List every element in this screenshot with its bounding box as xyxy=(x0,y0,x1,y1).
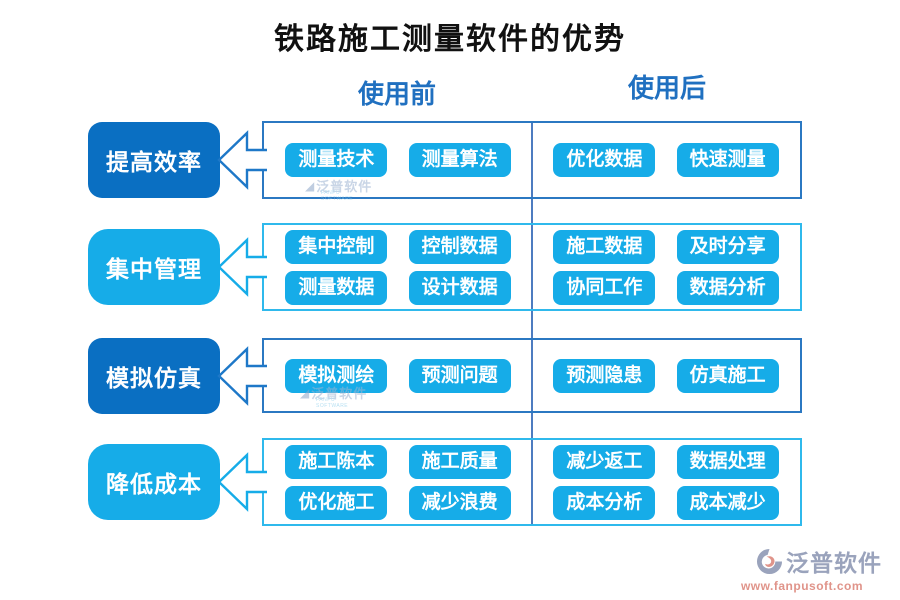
row-efficiency: 测量技术 测量算法 优化数据 快速测量 提高效率 xyxy=(0,121,900,199)
tag: 模拟测绘 xyxy=(285,358,388,393)
tag: 减少浪费 xyxy=(408,485,511,520)
column-divider-line xyxy=(531,121,533,526)
tag: 集中控制 xyxy=(285,229,388,264)
tag-line: 协同工作 数据分析 xyxy=(532,270,800,305)
row-box: 施工陈本 施工质量 优化施工 减少浪费 减少返工 数据处理 成本分析 成本减少 xyxy=(262,438,802,526)
page-title: 铁路施工测量软件的优势 xyxy=(274,23,626,56)
tag: 控制数据 xyxy=(408,229,511,264)
left-arrow-icon xyxy=(217,237,267,297)
row-simulation: 模拟测绘 预测问题 预测隐患 仿真施工 模拟仿真 xyxy=(0,337,900,414)
row-cost-reduction: 施工陈本 施工质量 优化施工 减少浪费 减少返工 数据处理 成本分析 成本减少 xyxy=(0,438,900,526)
after-column-cell: 施工数据 及时分享 协同工作 数据分析 xyxy=(532,225,800,309)
tag: 设计数据 xyxy=(408,270,511,305)
tag-line: 施工陈本 施工质量 xyxy=(264,444,532,479)
tag-line: 减少返工 数据处理 xyxy=(532,444,800,479)
tag: 测量技术 xyxy=(285,143,388,177)
tag-line: 测量技术 测量算法 xyxy=(264,143,532,177)
tag: 施工数据 xyxy=(553,229,656,264)
tag: 施工陈本 xyxy=(285,444,388,479)
row-box: 模拟测绘 预测问题 预测隐患 仿真施工 xyxy=(262,338,802,413)
tag: 成本减少 xyxy=(676,485,779,520)
tag: 优化施工 xyxy=(285,485,388,520)
tag-line: 优化施工 减少浪费 xyxy=(264,485,532,520)
footer-logo-url: www.fanpusoft.com xyxy=(740,579,864,593)
before-column-cell: 测量技术 测量算法 xyxy=(264,123,532,197)
before-column-cell: 模拟测绘 预测问题 xyxy=(264,340,532,411)
tag-line: 预测隐患 仿真施工 xyxy=(532,358,800,393)
column-header-after: 使用后 xyxy=(627,74,706,103)
row-box: 集中控制 控制数据 测量数据 设计数据 施工数据 及时分享 协同工作 数据分析 xyxy=(262,223,802,311)
column-header-before: 使用前 xyxy=(357,80,436,109)
before-column-cell: 集中控制 控制数据 测量数据 设计数据 xyxy=(264,225,532,309)
tag: 协同工作 xyxy=(553,270,656,305)
tag: 仿真施工 xyxy=(676,358,779,393)
tag: 测量数据 xyxy=(285,270,388,305)
tag: 数据分析 xyxy=(676,270,779,305)
row-label: 提高效率 xyxy=(88,122,220,198)
footer-logo-name: 泛普软件 xyxy=(786,550,882,576)
after-column-cell: 预测隐患 仿真施工 xyxy=(532,340,800,411)
tag: 数据处理 xyxy=(676,444,779,479)
tag: 预测隐患 xyxy=(553,358,656,393)
tag: 优化数据 xyxy=(553,143,656,177)
tag: 减少返工 xyxy=(553,444,656,479)
after-column-cell: 减少返工 数据处理 成本分析 成本减少 xyxy=(532,440,800,524)
footer-logo: 泛普软件 www.fanpusoft.com xyxy=(722,544,882,593)
tag-line: 优化数据 快速测量 xyxy=(532,143,800,177)
tag: 测量算法 xyxy=(408,143,511,177)
tag: 及时分享 xyxy=(676,229,779,264)
left-arrow-icon xyxy=(217,130,267,190)
tag: 快速测量 xyxy=(676,143,779,177)
tag: 成本分析 xyxy=(553,485,656,520)
row-centralized-management: 集中控制 控制数据 测量数据 设计数据 施工数据 及时分享 协同工作 数据分析 xyxy=(0,223,900,311)
after-column-cell: 优化数据 快速测量 xyxy=(532,123,800,197)
left-arrow-icon xyxy=(217,452,267,512)
row-label: 集中管理 xyxy=(88,229,220,305)
tag-line: 测量数据 设计数据 xyxy=(264,270,532,305)
row-label: 模拟仿真 xyxy=(88,337,220,414)
fanpu-logo-icon xyxy=(756,548,783,574)
tag-line: 集中控制 控制数据 xyxy=(264,229,532,264)
row-label: 降低成本 xyxy=(88,444,220,520)
before-column-cell: 施工陈本 施工质量 优化施工 减少浪费 xyxy=(264,440,532,524)
tag: 施工质量 xyxy=(408,444,511,479)
row-box: 测量技术 测量算法 优化数据 快速测量 xyxy=(262,121,802,199)
left-arrow-icon xyxy=(217,345,267,406)
tag-line: 施工数据 及时分享 xyxy=(532,229,800,264)
tag-line: 成本分析 成本减少 xyxy=(532,485,800,520)
tag-line: 模拟测绘 预测问题 xyxy=(264,358,532,393)
tag: 预测问题 xyxy=(408,358,511,393)
